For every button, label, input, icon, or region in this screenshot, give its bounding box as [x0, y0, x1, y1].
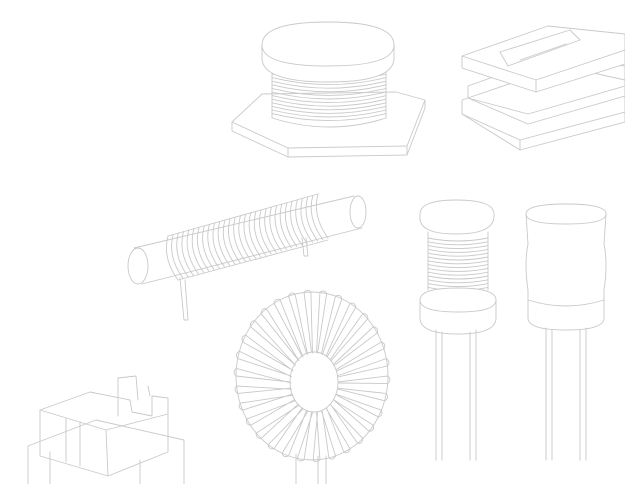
- smd-shielded-inductor-icon: [461, 25, 625, 151]
- radial-drum-inductor-icon: [419, 199, 497, 461]
- radial-sleeved-inductor-icon: [525, 203, 607, 461]
- axial-rod-inductor-icon: [127, 193, 367, 321]
- toroidal-inductor-icon: [233, 289, 391, 484]
- common-mode-choke-icon: [27, 375, 185, 484]
- smd-power-inductor-icon: [231, 21, 426, 158]
